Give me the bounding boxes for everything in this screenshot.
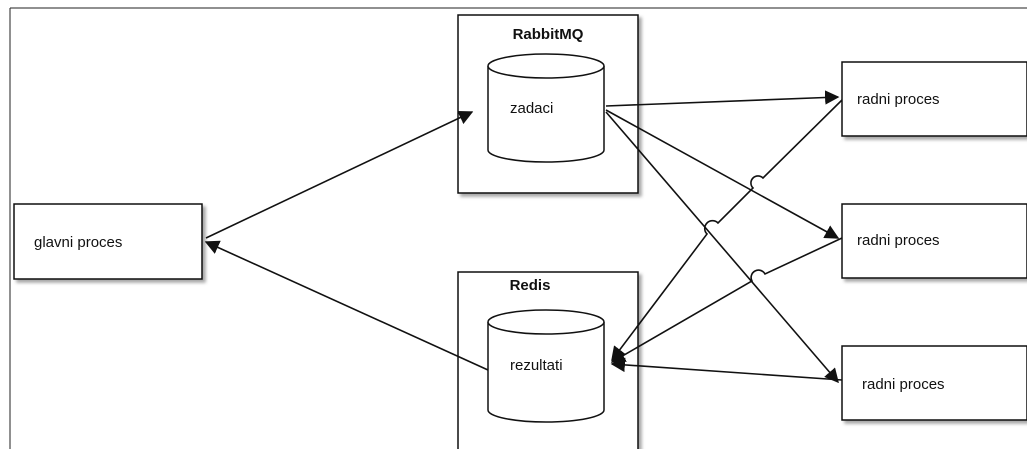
worker-label-2: radni proces	[857, 232, 940, 249]
rabbitmq-node: RabbitMQ zadaci	[457, 14, 639, 194]
main-process-node: glavni proces	[13, 203, 203, 280]
redis-title: Redis	[510, 277, 551, 294]
main-process-label: glavni proces	[34, 234, 122, 251]
results-store-label: rezultati	[510, 357, 563, 374]
tasks-queue-cylinder	[487, 53, 605, 163]
arrow-main-to-tasks	[205, 111, 474, 239]
arrow-worker-1-to-results	[611, 99, 843, 362]
worker-label-1: radni proces	[857, 91, 940, 108]
arrow-results-to-main	[204, 240, 489, 371]
worker-node-2: radni proces	[841, 203, 1027, 279]
arrow-tasks-to-worker-3	[605, 111, 839, 384]
arrow-worker-2-to-results	[610, 237, 843, 363]
tasks-queue-label: zadaci	[510, 100, 553, 117]
arrow-tasks-to-worker-2	[605, 109, 840, 239]
redis-node: Redis rezultati	[457, 271, 639, 449]
worker-node-1: radni proces	[841, 61, 1027, 137]
arrow-tasks-to-worker-1	[605, 90, 840, 107]
worker-label-3: radni proces	[862, 376, 945, 393]
worker-node-3: radni proces	[841, 345, 1027, 421]
arrow-worker-3-to-results	[610, 357, 843, 381]
results-store-cylinder	[487, 309, 605, 423]
rabbitmq-title: RabbitMQ	[513, 26, 584, 43]
